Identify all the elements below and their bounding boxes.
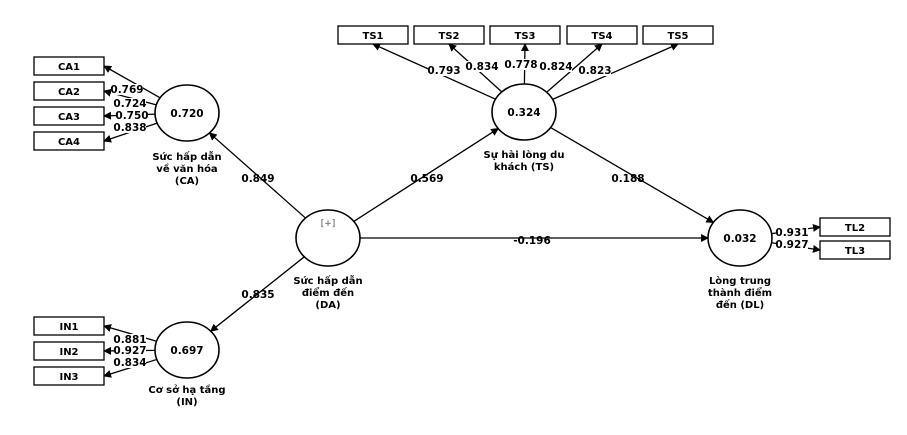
indicator-label: CA4 xyxy=(58,137,80,148)
loading-label-bg xyxy=(466,61,498,72)
indicator-box-tl2[interactable] xyxy=(819,217,891,237)
outer-loading: 0.834 xyxy=(465,61,498,73)
construct-label: về văn hóa xyxy=(156,162,217,175)
indicator-box-ts2[interactable] xyxy=(413,25,485,45)
loading-label-bg xyxy=(505,59,537,70)
r-squared: 0.697 xyxy=(170,345,203,357)
indicator-label: CA2 xyxy=(58,87,80,98)
loading-label-bg xyxy=(776,227,808,238)
indicator-box-in1[interactable] xyxy=(33,316,105,336)
outer-loading: 0.824 xyxy=(539,61,572,73)
indicator-label: TS3 xyxy=(515,31,536,42)
outer-loading: 0.834 xyxy=(113,357,146,369)
outer-loading: 0.769 xyxy=(110,84,143,96)
construct-label: (IN) xyxy=(176,397,197,408)
loading-label-bg xyxy=(111,84,143,95)
indicator-label: TS4 xyxy=(592,31,613,42)
loading-label-bg xyxy=(116,110,148,121)
loading-label-bg xyxy=(579,65,611,76)
indicator-box-ts4[interactable] xyxy=(566,25,638,45)
loading-label-bg xyxy=(114,334,146,345)
outer-loading: 0.724 xyxy=(113,98,146,110)
indicator-label: IN1 xyxy=(59,322,78,333)
loading-arrow xyxy=(103,324,157,342)
construct-label: thành điểm xyxy=(708,286,772,299)
indicator-box-in2[interactable] xyxy=(33,341,105,361)
path-coefficient: 0.569 xyxy=(410,173,443,185)
construct-ca[interactable] xyxy=(154,84,220,142)
indicator-label: IN2 xyxy=(59,347,78,358)
construct-label: khách (TS) xyxy=(494,161,554,173)
outer-loading: 0.927 xyxy=(113,345,146,357)
loading-label-bg xyxy=(114,345,146,356)
construct-in[interactable] xyxy=(154,321,220,379)
indicator-box-ts5[interactable] xyxy=(642,25,714,45)
path-da-ca xyxy=(208,132,306,219)
indicator-label: TL2 xyxy=(845,223,865,234)
indicator-box-tl3[interactable] xyxy=(819,240,891,260)
loading-label-bg xyxy=(428,65,460,76)
loading-label-bg xyxy=(114,357,146,368)
construct-label: đến (DL) xyxy=(716,298,764,311)
outer-loading: 0.881 xyxy=(113,334,146,346)
loading-label-bg xyxy=(540,61,572,72)
outer-loading: 0.927 xyxy=(775,239,808,251)
indicator-box-ca1[interactable] xyxy=(33,56,105,76)
r-squared: 0.032 xyxy=(723,233,756,245)
indicator-label: CA3 xyxy=(58,112,80,123)
outer-loading: 0.750 xyxy=(115,110,148,122)
indicator-box-in3[interactable] xyxy=(33,366,105,386)
construct-ts[interactable] xyxy=(491,83,557,141)
indicator-box-ts3[interactable] xyxy=(489,25,561,45)
path-coefficient: 0.188 xyxy=(611,173,644,185)
r-squared: 0.324 xyxy=(507,107,540,119)
construct-label: (CA) xyxy=(175,176,199,187)
loading-arrow xyxy=(552,43,679,100)
indicator-box-ca2[interactable] xyxy=(33,81,105,101)
indicator-label: TS1 xyxy=(363,31,384,42)
indicator-box-ca4[interactable] xyxy=(33,131,105,151)
construct-label: điểm đến xyxy=(302,286,354,299)
path-coefficient: 0.835 xyxy=(241,289,274,301)
outer-loading: 0.793 xyxy=(427,65,460,77)
path-da-in xyxy=(209,256,305,332)
construct-label: Lòng trung xyxy=(709,275,771,287)
construct-label: Sức hấp dẫn xyxy=(152,150,221,163)
expand-icon[interactable]: [+] xyxy=(321,219,336,229)
r-squared: 0.720 xyxy=(170,108,203,120)
outer-loading: 0.838 xyxy=(113,122,146,134)
path-coefficient: 0.849 xyxy=(241,173,274,185)
loading-label-bg xyxy=(114,122,146,133)
indicator-box-ca3[interactable] xyxy=(33,106,105,126)
construct-label: Sự hài lòng du xyxy=(484,149,565,161)
path-coefficient: -0.196 xyxy=(513,235,551,247)
indicator-label: TL3 xyxy=(845,246,865,257)
loading-label-bg xyxy=(776,239,808,250)
indicator-label: TS2 xyxy=(439,31,460,42)
path-da-ts xyxy=(353,128,500,222)
construct-da[interactable] xyxy=(295,209,361,267)
outer-loading: 0.931 xyxy=(775,227,808,239)
outer-loading: 0.823 xyxy=(578,65,611,77)
indicator-box-ts1[interactable] xyxy=(337,25,409,45)
path-ts-dl xyxy=(550,126,715,224)
loading-arrow xyxy=(103,65,161,99)
indicator-label: CA1 xyxy=(58,62,80,73)
indicator-label: TS5 xyxy=(668,31,689,42)
construct-dl[interactable] xyxy=(707,209,773,267)
loading-arrow xyxy=(546,43,603,93)
loading-label-bg xyxy=(114,98,146,109)
indicator-label: IN3 xyxy=(59,372,78,383)
construct-label: (DA) xyxy=(315,300,340,311)
outer-loading: 0.778 xyxy=(504,59,537,71)
construct-label: Sức hấp dẫn xyxy=(293,274,362,287)
construct-label: Cơ sở hạ tầng xyxy=(148,384,225,396)
